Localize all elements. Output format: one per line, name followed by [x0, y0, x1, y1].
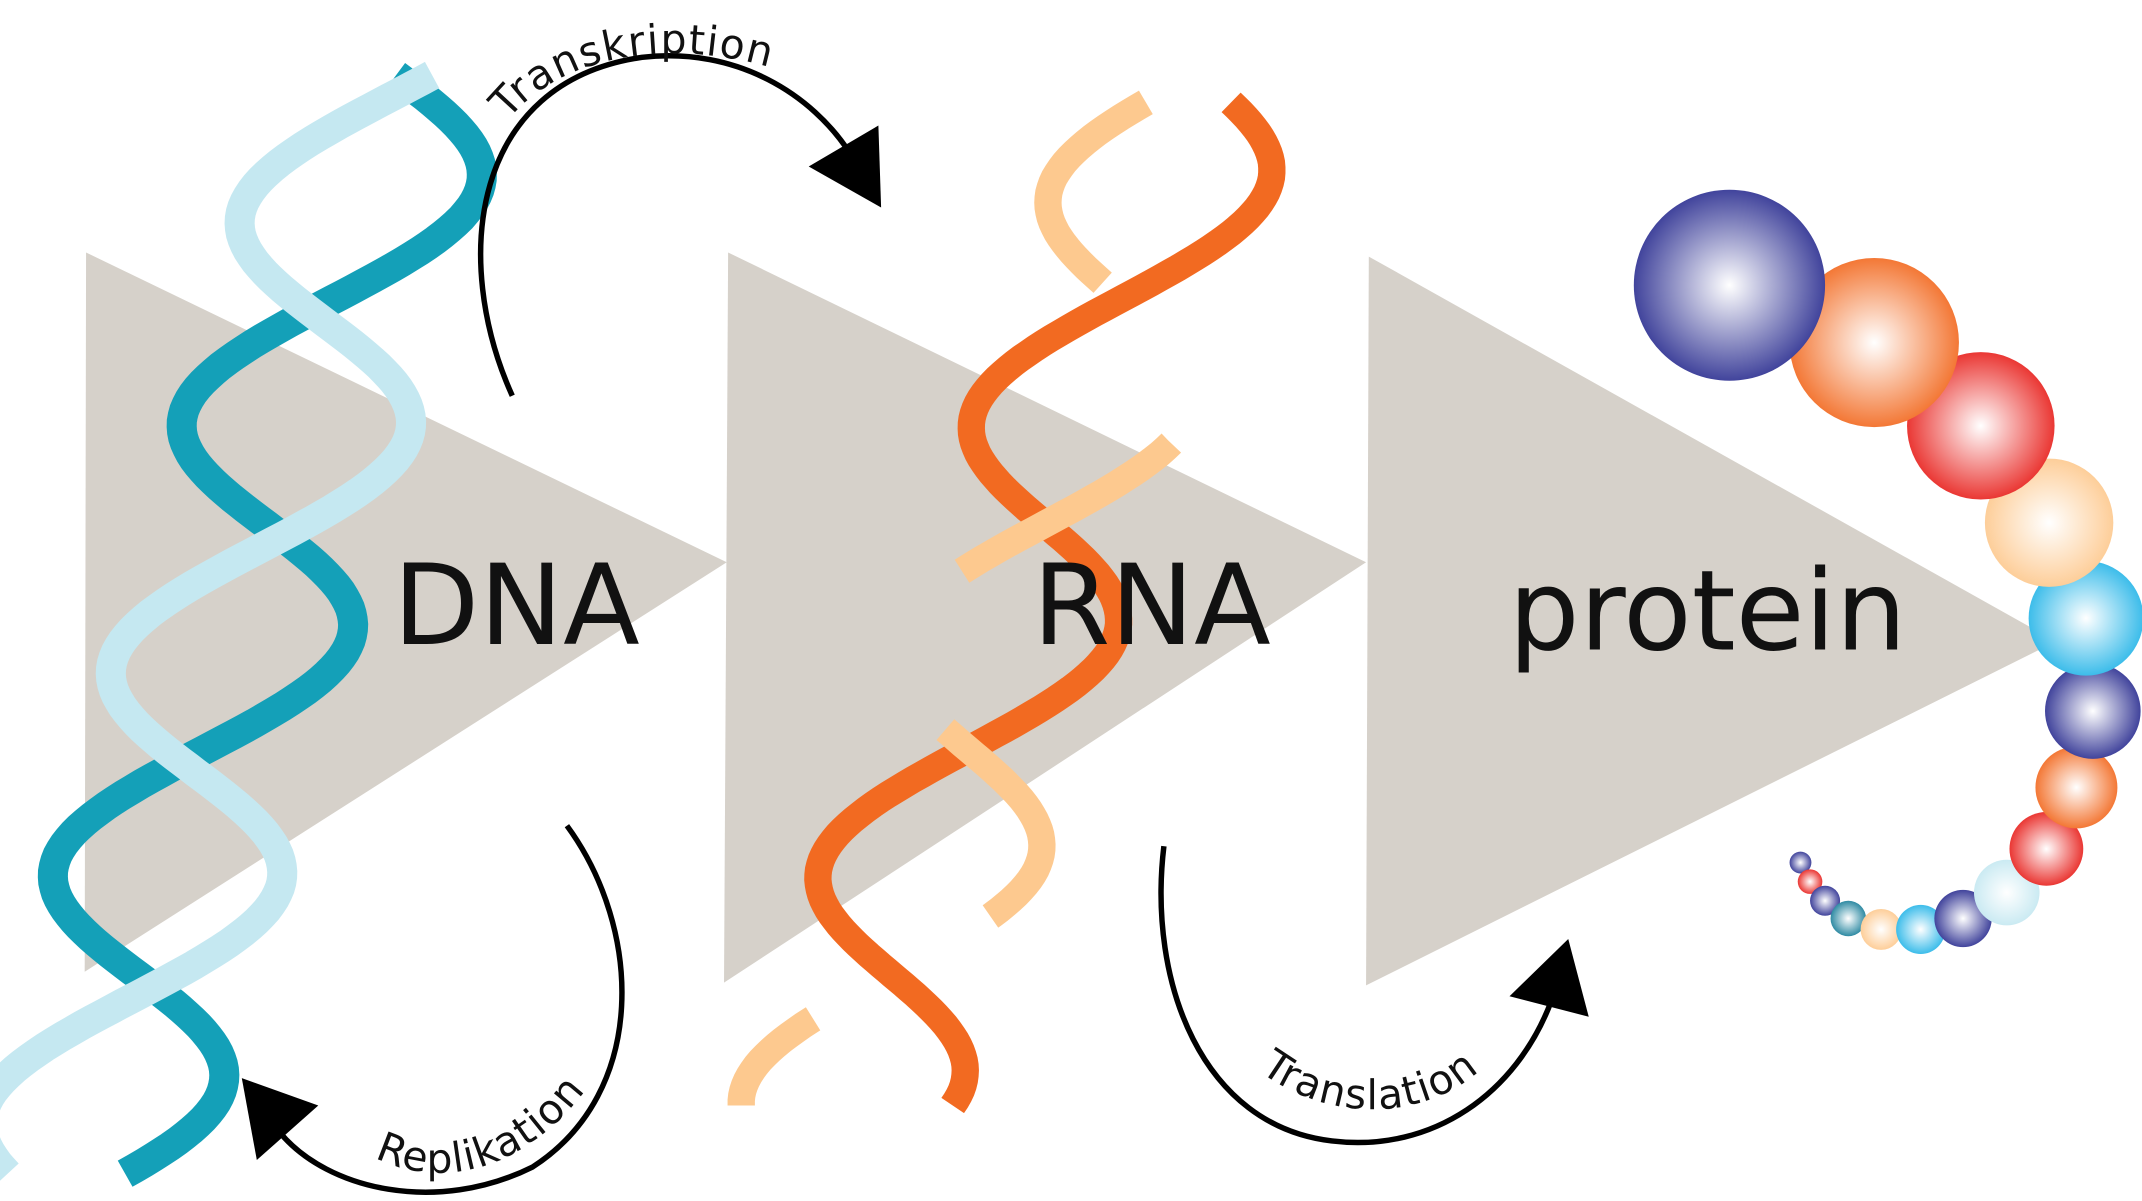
rna-label: RNA — [1032, 541, 1270, 671]
arrowhead-icon — [808, 125, 882, 208]
amino-acid-bead — [1633, 189, 1826, 381]
amino-acid-bead — [1810, 885, 1841, 916]
arrowhead-icon — [1509, 938, 1589, 1017]
dna-triangle — [84, 252, 727, 972]
amino-acid-bead — [1830, 900, 1867, 937]
dna-strand-light — [0, 61, 440, 1181]
rna-strand — [727, 90, 1286, 1114]
replication-label: Replikation — [371, 1065, 594, 1183]
amino-acid-bead — [2028, 560, 2142, 676]
protein-bead-chain — [1633, 189, 2142, 954]
amino-acid-bead — [1789, 851, 1812, 874]
rna-strand-light — [727, 90, 1209, 1106]
amino-acid-bead — [2035, 746, 2118, 829]
amino-acid-bead — [1984, 458, 2114, 587]
amino-acid-bead — [1797, 869, 1823, 894]
amino-acid-bead — [1860, 908, 1902, 950]
transcription-label: Transkription — [479, 15, 779, 127]
translation-label: Translation — [1253, 1039, 1486, 1119]
amino-acid-bead — [2045, 663, 2141, 759]
dna-helix — [0, 61, 497, 1187]
amino-acid-bead — [2009, 812, 2084, 886]
amino-acid-bead — [1789, 257, 1959, 428]
arrowhead-icon — [241, 1078, 319, 1161]
replication-arrow: Replikation — [241, 824, 625, 1195]
rna-strand-dark — [804, 92, 1286, 1114]
protein-triangle — [1366, 256, 2056, 986]
amino-acid-bead — [1896, 904, 1946, 954]
dna-label: DNA — [393, 541, 640, 671]
protein-label: protein — [1509, 547, 1907, 677]
